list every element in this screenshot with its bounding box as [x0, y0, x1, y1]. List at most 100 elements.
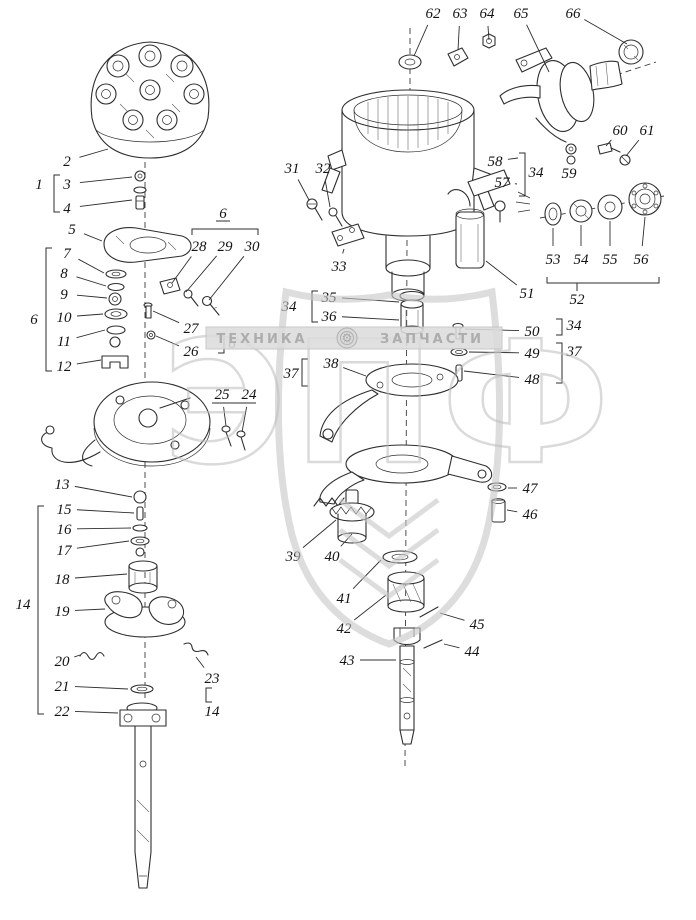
callout-18: 18: [55, 572, 71, 588]
leader-line: [76, 276, 107, 287]
leader-line: [76, 294, 108, 299]
group-brackets: [37, 152, 660, 715]
callout-5: 5: [68, 222, 76, 238]
leader-line: [78, 258, 105, 274]
watermark-gear-ring: [336, 327, 358, 349]
leader-line: [76, 313, 104, 317]
callout-31: 31: [284, 161, 300, 177]
leader-line: [324, 180, 331, 208]
callout-48: 48: [525, 372, 541, 388]
leader-line: [413, 24, 429, 57]
callout-14: 14: [16, 597, 32, 613]
leader-line: [171, 256, 192, 284]
top-fasteners: [398, 33, 496, 70]
leader-line: [625, 139, 640, 157]
callout-59: 59: [562, 166, 578, 182]
callout-12: 12: [57, 359, 73, 375]
callout-21: 21: [55, 679, 70, 695]
callout-29: 29: [218, 239, 234, 255]
callout-52: 52: [570, 292, 586, 308]
callout-54: 54: [574, 252, 590, 268]
callout-11: 11: [57, 334, 71, 350]
small-parts-13-17: [130, 490, 150, 557]
terminal-parts-28-30: [159, 277, 220, 316]
bearing-row: [515, 182, 662, 226]
callout-32: 32: [315, 161, 332, 177]
thrust-washer: [130, 684, 154, 694]
condenser-and-clamp: [447, 169, 511, 269]
callout-41: 41: [337, 591, 352, 607]
callout-1: 1: [35, 177, 43, 193]
watermark-text-right: ЗАПЧАСТИ: [380, 332, 484, 347]
callout-37: 37: [566, 344, 584, 360]
leader-line: [341, 316, 400, 321]
leader-line: [185, 255, 217, 293]
callout-65: 65: [514, 6, 530, 22]
callout-46: 46: [523, 507, 539, 523]
leader-line: [343, 367, 367, 377]
leader-line: [641, 216, 646, 247]
callout-6: 6: [30, 312, 38, 328]
callout-4: 4: [63, 201, 71, 217]
leader-line: [76, 329, 106, 339]
leader-line: [208, 255, 245, 301]
callout-14: 14: [205, 704, 221, 720]
leader-line: [241, 406, 248, 433]
leader-line: [353, 594, 387, 621]
leader-line: [74, 711, 119, 714]
leader-line: [155, 335, 180, 347]
leader-lines: [74, 19, 646, 714]
leader-line: [297, 179, 310, 201]
callout-40: 40: [325, 549, 341, 565]
callout-38: 38: [323, 356, 340, 372]
leader-line: [302, 519, 337, 548]
callout-43: 43: [340, 653, 355, 669]
callout-15: 15: [57, 502, 73, 518]
distributor-cap: [90, 41, 210, 159]
callout-51: 51: [520, 286, 535, 302]
leader-line: [605, 139, 612, 147]
callout-55: 55: [603, 252, 619, 268]
callout-49: 49: [525, 346, 541, 362]
callout-47: 47: [523, 481, 540, 497]
callout-28: 28: [192, 239, 208, 255]
governor-springs: [79, 642, 209, 661]
callout-27: 27: [184, 321, 201, 337]
callout-36: 36: [321, 309, 338, 325]
body-screws-and-bracket: [306, 198, 365, 247]
leader-line: [506, 509, 518, 513]
callout-2: 2: [63, 154, 71, 170]
leader-line: [79, 148, 109, 158]
callout-16: 16: [57, 522, 73, 538]
callout-6: 6: [219, 206, 227, 222]
leader-line: [83, 233, 103, 242]
callout-17: 17: [57, 543, 74, 559]
callout-37: 37: [283, 366, 301, 382]
leader-line: [74, 686, 129, 690]
leader-line: [352, 559, 382, 589]
callout-30: 30: [244, 239, 261, 255]
leader-line: [485, 260, 518, 286]
leader-line: [507, 157, 519, 160]
drive-pins: [419, 606, 443, 649]
gear-icon: ⚙: [342, 331, 353, 345]
leader-line: [74, 608, 106, 611]
drive-shaft-left: [119, 702, 167, 889]
leader-line: [457, 25, 460, 51]
leader-line: [463, 370, 520, 378]
leader-line: [74, 573, 128, 579]
callout-13: 13: [55, 477, 70, 493]
callout-26: 26: [184, 344, 200, 360]
lower-drive-shaft: [393, 627, 421, 745]
leader-line: [76, 540, 130, 549]
callout-3: 3: [62, 177, 71, 193]
leader-line: [76, 359, 102, 365]
watermark-gear-ring-inner: [340, 331, 354, 345]
callout-23: 23: [205, 671, 220, 687]
drive-collar: [128, 560, 158, 594]
callout-10: 10: [57, 310, 73, 326]
leader-line: [487, 25, 490, 41]
lower-base-plate: [313, 444, 493, 507]
callout-60: 60: [613, 123, 629, 139]
